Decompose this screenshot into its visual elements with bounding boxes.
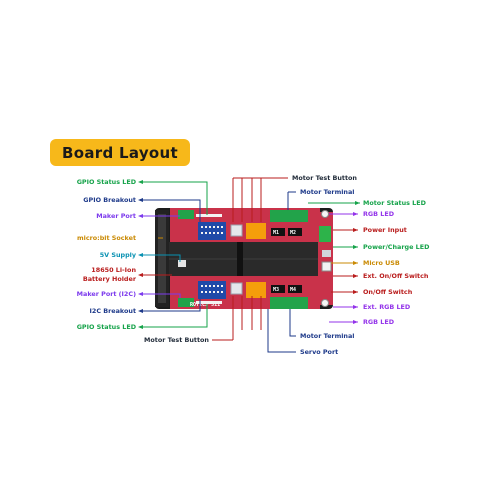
label-battery-holder: Battery Holder: [83, 275, 137, 283]
on-off-switch: [321, 261, 332, 272]
label-rgb-led-bottom: RGB LED: [363, 318, 394, 326]
gpio-status-leds-bottom: [196, 301, 222, 304]
label-power-input: Power Input: [363, 226, 407, 234]
motor-label-m1: M1: [273, 230, 279, 236]
label-servo-port: Servo Port: [300, 348, 338, 356]
label-power-charge-led: Power/Charge LED: [363, 243, 429, 251]
servo-header-top: [246, 223, 266, 239]
servo-port: [246, 282, 266, 298]
rgb-led-top: [321, 210, 329, 218]
label-ext-on-off-switch: Ext. On/Off Switch: [363, 272, 429, 280]
motor-terminal-bottom: [270, 297, 308, 309]
motor-label-m4: M4: [290, 287, 296, 293]
maker-port-top: [178, 210, 194, 219]
label-ext-rgb-led: Ext. RGB LED: [363, 303, 410, 311]
label-li-ion: 18650 Li-Ion: [91, 266, 136, 274]
brand-label: ROTICS 511: [190, 302, 220, 308]
rgb-led-bottom: [321, 299, 329, 307]
title-badge: Board Layout: [50, 139, 190, 166]
label-i2c-breakout: I2C Breakout: [90, 307, 136, 315]
motor-label-m3: M3: [273, 287, 279, 293]
label-gpio-status-led-top: GPIO Status LED: [77, 178, 136, 186]
label-maker-port: Maker Port: [96, 212, 136, 220]
board: M1 M2 M3 M4 ROTICS 511: [155, 208, 333, 309]
power-input-terminal: [319, 226, 331, 242]
label-rgb-led-top: RGB LED: [363, 210, 394, 218]
label-maker-port-i2c: Maker Port (I2C): [77, 290, 136, 298]
label-gpio-status-led-bottom: GPIO Status LED: [77, 323, 136, 331]
label-motor-terminal-bottom: Motor Terminal: [300, 332, 354, 340]
gpio-breakout-bottom: [198, 281, 226, 299]
motor-terminal-top: [270, 210, 308, 222]
maker-port-i2c: [178, 298, 194, 307]
label-micro-usb: Micro USB: [363, 259, 400, 267]
label-on-off-switch: On/Off Switch: [363, 288, 413, 296]
motor-label-m2: M2: [290, 230, 296, 236]
page-title: Board Layout: [62, 143, 178, 162]
label-motor-test-button-top: Motor Test Button: [292, 174, 357, 182]
label-5v-supply: 5V Supply: [100, 251, 137, 259]
label-motor-test-button-bottom: Motor Test Button: [144, 336, 209, 344]
gpio-status-leds-top: [196, 214, 222, 217]
label-gpio-breakout: GPIO Breakout: [83, 196, 136, 204]
supply-5v-connector: [178, 260, 186, 267]
gpio-breakout-top: [198, 222, 226, 240]
label-microbit-socket: micro:bit Socket: [77, 234, 136, 242]
label-motor-status-led: Motor Status LED: [363, 199, 426, 207]
label-motor-terminal-top: Motor Terminal: [300, 188, 354, 196]
micro-usb-port: [322, 250, 331, 257]
